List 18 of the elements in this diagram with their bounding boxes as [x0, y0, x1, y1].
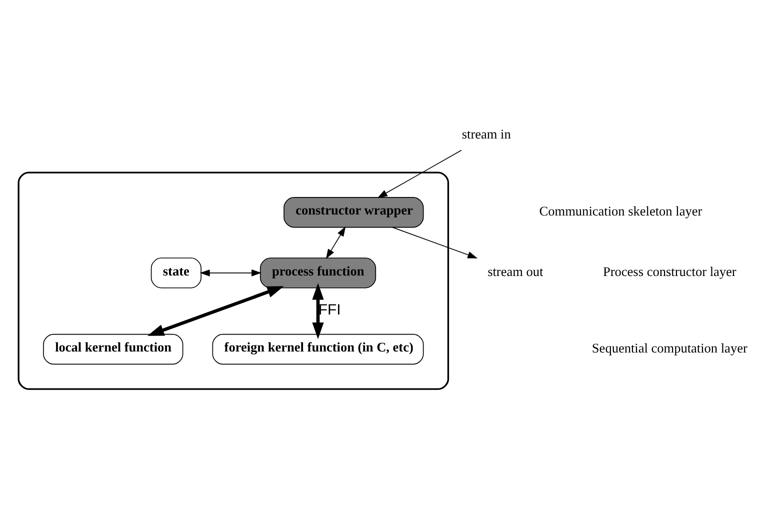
node-box: foreign kernel function (in C, etc)	[212, 334, 424, 365]
arrow	[326, 226, 346, 260]
node-box: local kernel function	[43, 334, 184, 365]
node-text: stream out	[488, 264, 544, 280]
label: Sequential computation layer	[592, 340, 748, 356]
node-box: state	[150, 258, 202, 288]
arrow	[392, 226, 478, 258]
arrow	[312, 283, 324, 340]
arrow	[377, 150, 462, 198]
cluster	[18, 172, 450, 390]
label: Process constructor layer	[602, 264, 736, 280]
arrow	[147, 286, 284, 336]
node-box: process function	[260, 258, 376, 288]
edge-label: FFI	[318, 302, 341, 319]
node-box: constructor wrapper	[284, 197, 424, 228]
label: Communication skeleton layer	[539, 204, 702, 219]
node-text: stream in	[462, 126, 511, 142]
arrow	[200, 269, 262, 276]
